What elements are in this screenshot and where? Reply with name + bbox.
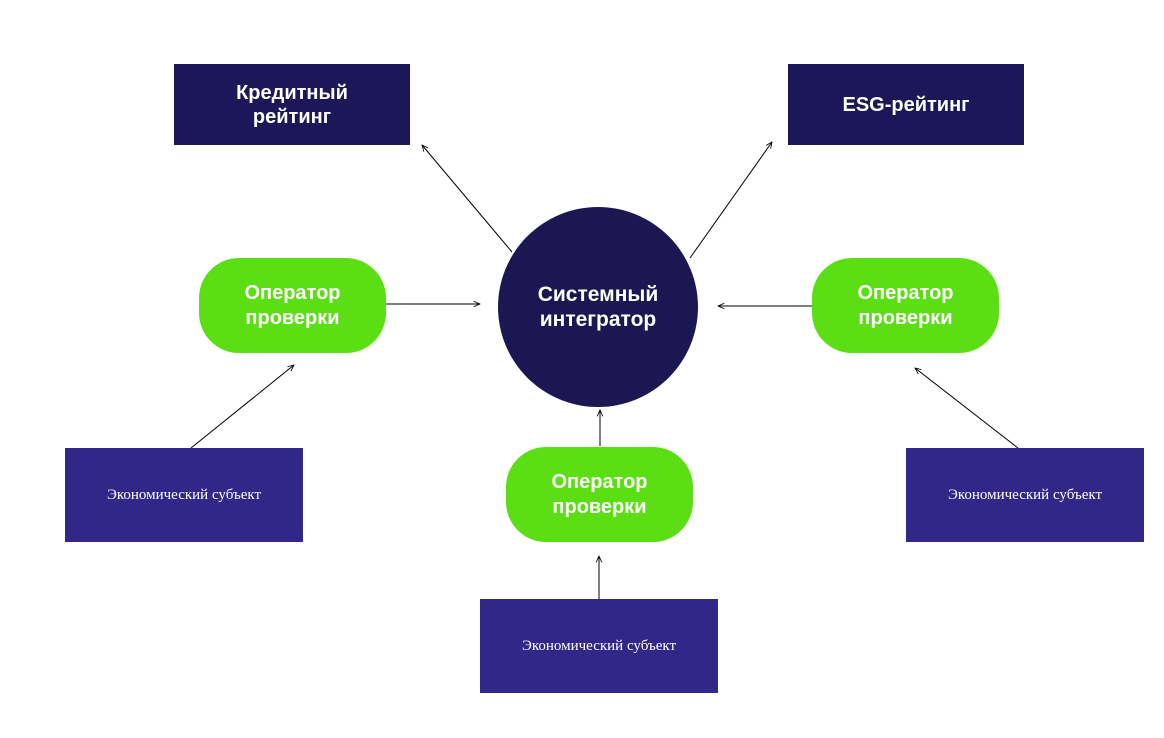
esg-rating-label: ESG-рейтинг [842,93,970,116]
bottom-operator-pill: Оператор проверки [506,447,693,542]
arrow-right-entity-to-right-operator [915,368,1019,449]
right-economic-entity-label: Экономический субъект [947,486,1103,503]
arrow-left-entity-to-left-operator [190,365,294,449]
arrow-integrator-to-esg-rating [689,142,772,259]
left-operator-pill: Оператор проверки [199,258,386,353]
bottom-operator-label: Оператор проверки [551,470,648,518]
credit-rating-box: Кредитный рейтинг [174,64,410,145]
system-integrator-circle: Системный интегратор [498,207,698,407]
left-economic-entity-label: Экономический субъект [106,486,262,503]
esg-rating-box: ESG-рейтинг [788,64,1024,145]
right-operator-label: Оператор проверки [857,281,954,329]
left-operator-label: Оператор проверки [244,281,341,329]
bottom-economic-entity-box: Экономический субъект [480,599,718,693]
left-economic-entity-box: Экономический субъект [65,448,303,542]
arrow-integrator-to-credit-rating [422,145,513,253]
bottom-economic-entity-label: Экономический субъект [521,637,677,654]
right-operator-pill: Оператор проверки [812,258,999,353]
system-integrator-label: Системный интегратор [537,283,659,331]
right-economic-entity-box: Экономический субъект [906,448,1144,542]
credit-rating-label: Кредитный рейтинг [236,81,348,128]
